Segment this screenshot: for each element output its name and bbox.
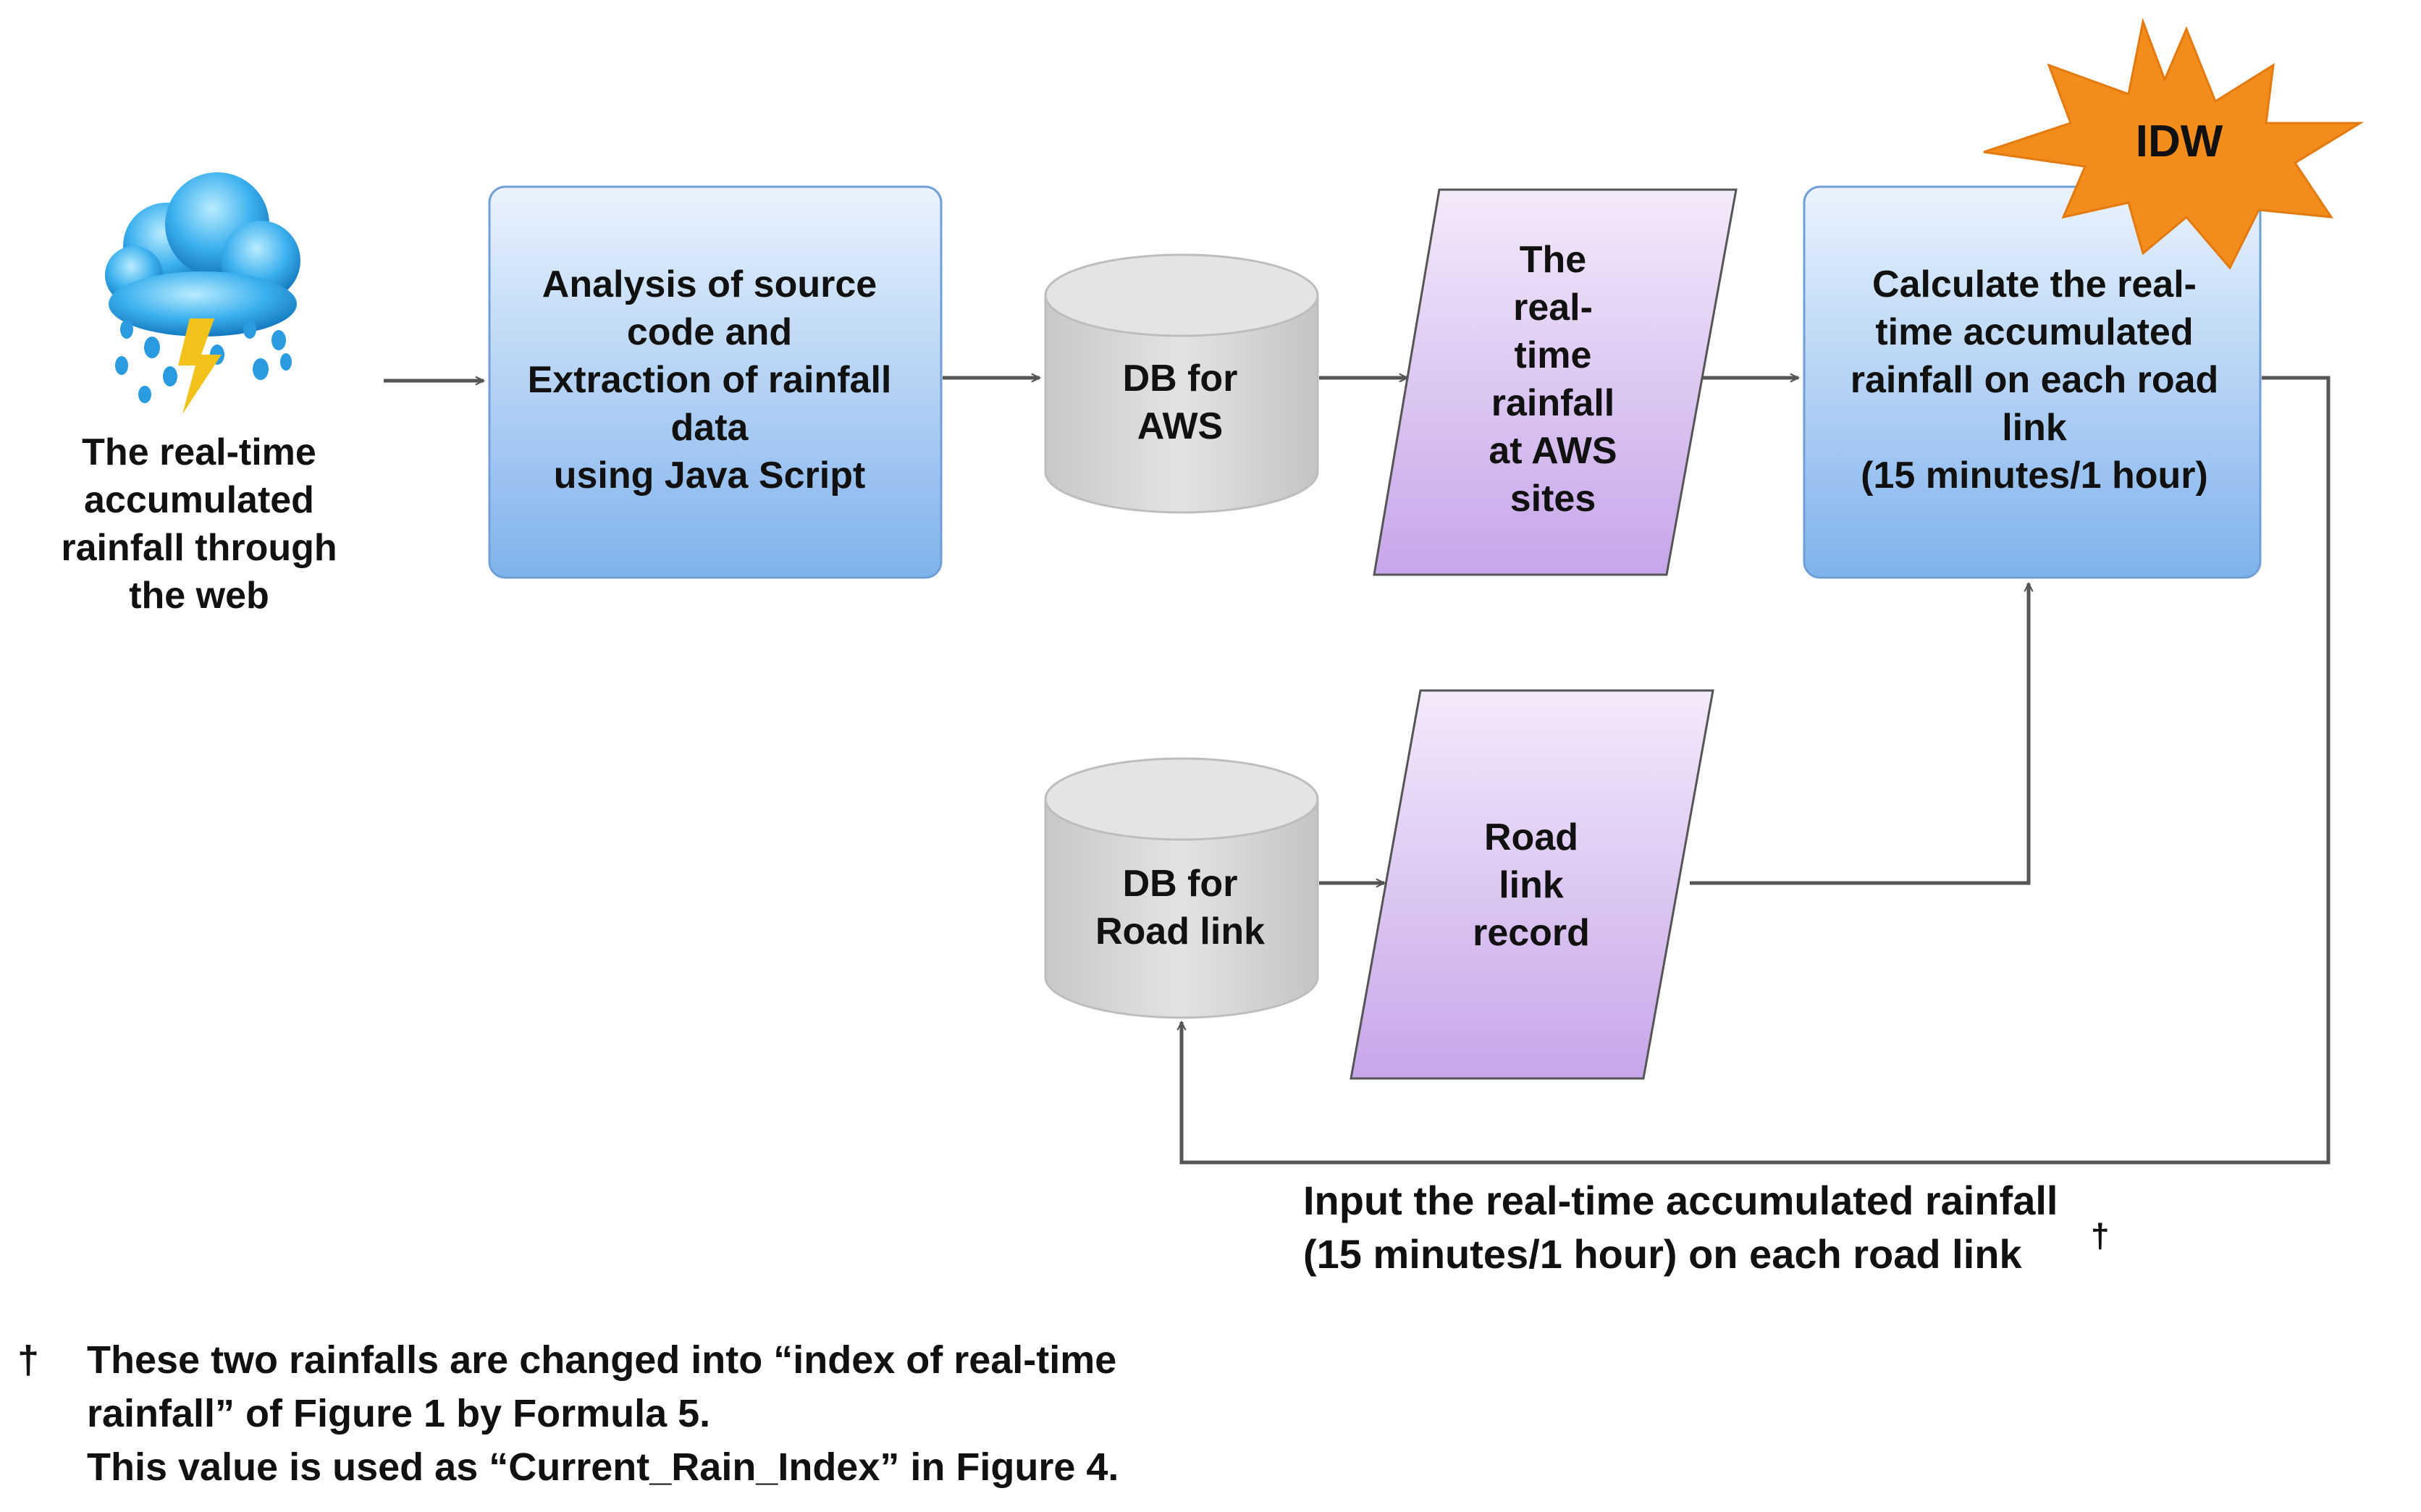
feedback-dagger-mark: † — [2091, 1217, 2110, 1254]
calculate-label: Calculate the real- time accumulated rai… — [1850, 263, 2219, 497]
db-road-label: DB for Road link — [1095, 863, 1266, 953]
db-road-cylinder — [1044, 757, 1319, 1019]
realtime-rainfall-label: The real- time rainfall at AWS sites — [1489, 239, 1617, 520]
footnote-dagger: † — [17, 1338, 40, 1382]
road-record-label: Road link record — [1473, 816, 1590, 954]
realtime-rainfall-parallelogram — [1373, 188, 1738, 576]
lightning-icon — [178, 318, 222, 414]
idw-burst-icon — [1983, 17, 2365, 270]
db-aws-label: DB for AWS — [1122, 358, 1238, 447]
road-record-parallelogram — [1350, 689, 1714, 1080]
rain-cloud-icon — [105, 172, 300, 403]
idw-label: IDW — [2135, 117, 2223, 166]
calculate-box — [1803, 185, 2262, 579]
source-label: The real-time accumulated rainfall throu… — [61, 431, 337, 617]
arrow-calculate-to-db-road — [1182, 376, 2331, 1165]
process-box — [488, 185, 943, 579]
db-aws-cylinder — [1044, 253, 1319, 514]
feedback-arrow-label: Input the real-time accumulated rainfall… — [1303, 1178, 2058, 1277]
arrow-record-to-calculate — [1690, 583, 2029, 885]
process-label: Analysis of source code and Extraction o… — [527, 263, 892, 497]
footnote-text: These two rainfalls are changed into “in… — [87, 1338, 1119, 1489]
